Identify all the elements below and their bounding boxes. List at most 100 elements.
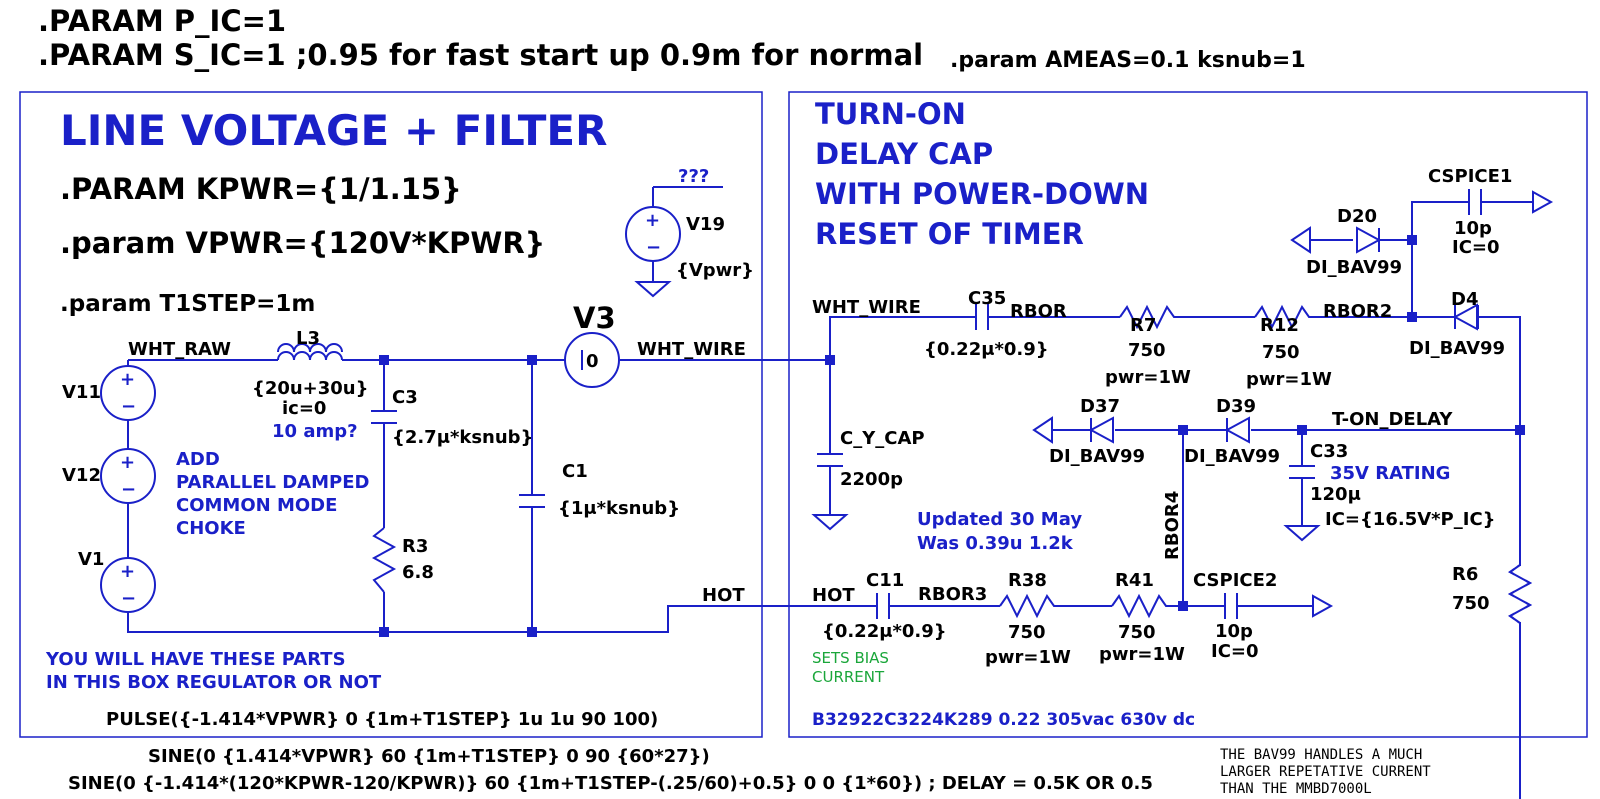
c3-value: {2.7μ*ksnub}	[392, 427, 533, 448]
r41-label: R41	[1115, 570, 1154, 591]
junction-rbor4-bottom	[1178, 601, 1188, 611]
svg-text:−: −	[646, 237, 661, 258]
c35-value: {0.22μ*0.9}	[924, 339, 1049, 360]
r6-label: R6	[1452, 564, 1478, 585]
c11-value: {0.22μ*0.9}	[822, 621, 947, 642]
l3-inductor[interactable]	[277, 343, 343, 361]
r3-label: R3	[402, 536, 428, 557]
c-y-cap-ground-icon	[811, 514, 849, 531]
net-wht-raw: WHT_RAW	[128, 339, 231, 360]
c11-label: C11	[866, 570, 904, 591]
v1-source[interactable]: + −	[100, 557, 156, 613]
l3-ic: ic=0	[282, 398, 326, 419]
note-parts-2: IN THIS BOX REGULATOR OR NOT	[46, 672, 382, 693]
v19-value: {Vpwr}	[676, 260, 754, 281]
d39-label: D39	[1216, 396, 1256, 417]
cspice2-ic: IC=0	[1211, 641, 1259, 662]
svg-text:0: 0	[586, 351, 599, 372]
junction-r3-bottom	[379, 627, 389, 637]
d20-arrow-icon	[1290, 226, 1311, 254]
r12-resistor[interactable]	[1254, 304, 1315, 330]
d4-diode[interactable]	[1452, 303, 1479, 331]
d39-model: DI_BAV99	[1184, 446, 1280, 467]
net-rbor: RBOR	[1010, 301, 1067, 322]
svg-text:+: +	[120, 452, 135, 473]
c3-capacitor[interactable]	[371, 410, 397, 424]
cspice2-label: CSPICE2	[1193, 570, 1277, 591]
c-y-cap-capacitor[interactable]	[817, 453, 843, 467]
v19-label: V19	[686, 214, 725, 235]
l3-label: L3	[296, 328, 320, 349]
rating-note: 35V RATING	[1330, 463, 1450, 484]
bias-note-2: CURRENT	[812, 668, 885, 686]
right-box	[788, 91, 1588, 738]
cspice1-value: 10p	[1454, 218, 1492, 239]
junction-c1-top	[527, 355, 537, 365]
r3-resistor[interactable]	[371, 527, 397, 593]
r12-label: R12	[1260, 315, 1299, 336]
c33-capacitor[interactable]	[1289, 465, 1315, 479]
c33-label: C33	[1310, 441, 1348, 462]
junction-t-on-delay	[1515, 425, 1525, 435]
c33-value: 120μ	[1310, 484, 1361, 505]
svg-text:−: −	[121, 396, 136, 417]
c33-ground-icon	[1283, 525, 1321, 542]
d20-diode[interactable]	[1356, 226, 1382, 254]
bav-note-1: THE BAV99 HANDLES A MUCH	[1220, 747, 1422, 763]
wire-left-stack	[127, 360, 830, 633]
r38-label: R38	[1008, 570, 1047, 591]
junction-c1-bottom	[527, 627, 537, 637]
net-hot-left: HOT	[702, 585, 745, 606]
cspice2-capacitor[interactable]	[1224, 593, 1238, 619]
d39-diode[interactable]	[1224, 416, 1250, 444]
v12-source[interactable]: + −	[100, 448, 156, 504]
note-add-4: CHOKE	[176, 518, 246, 539]
junction-rbor2	[1407, 312, 1417, 322]
junction-d37-d39	[1178, 425, 1188, 435]
r7-resistor[interactable]	[1119, 304, 1180, 330]
c35-label: C35	[968, 288, 1006, 309]
c-y-cap-value: 2200p	[840, 469, 903, 490]
note-parts-1: YOU WILL HAVE THESE PARTS	[45, 649, 346, 670]
wire-top-right	[988, 316, 1521, 799]
cspice1-arrow-icon	[1532, 190, 1554, 214]
v11-label: V11	[62, 382, 101, 403]
svg-text:−: −	[121, 479, 136, 500]
r38-resistor[interactable]	[999, 593, 1060, 619]
net-wht-wire-right: WHT_WIRE	[812, 297, 921, 318]
d37-model: DI_BAV99	[1049, 446, 1145, 467]
net-rbor3: RBOR3	[918, 584, 987, 605]
v19-source[interactable]: + −	[625, 206, 681, 262]
d37-diode[interactable]	[1088, 416, 1114, 444]
bav-note-2: LARGER REPETATIVE CURRENT	[1220, 764, 1431, 780]
v1-label: V1	[78, 549, 104, 570]
v11-source[interactable]: + −	[100, 365, 156, 421]
net-wht-wire-left: WHT_WIRE	[637, 339, 746, 360]
v3-source[interactable]: 0	[564, 332, 620, 388]
c11-capacitor[interactable]	[876, 593, 890, 619]
c35-capacitor[interactable]	[975, 304, 989, 330]
v19-net: ???	[678, 166, 709, 187]
net-rbor2: RBOR2	[1323, 301, 1392, 322]
wire-v19	[652, 186, 723, 282]
r41-resistor[interactable]	[1111, 593, 1172, 619]
junction-c33	[1297, 425, 1307, 435]
cspice1-capacitor[interactable]	[1468, 189, 1482, 215]
svg-text:+: +	[120, 561, 135, 582]
r38-pwr: pwr=1W	[985, 647, 1071, 668]
r38-value: 750	[1008, 622, 1046, 643]
v3-label: V3	[573, 301, 616, 335]
d37-label: D37	[1080, 396, 1120, 417]
v12-label: V12	[62, 465, 101, 486]
note-add-2: PARALLEL DAMPED	[176, 472, 369, 493]
net-rbor4: RBOR4	[1162, 491, 1183, 560]
l3-note: 10 amp?	[272, 421, 358, 442]
note-add-1: ADD	[176, 449, 220, 470]
r12-value: 750	[1262, 342, 1300, 363]
cspice2-arrow-icon	[1312, 594, 1334, 618]
d37-arrow-icon	[1032, 416, 1053, 444]
v19-ground-icon	[634, 281, 672, 298]
r7-value: 750	[1128, 340, 1166, 361]
c1-capacitor[interactable]	[519, 494, 545, 508]
